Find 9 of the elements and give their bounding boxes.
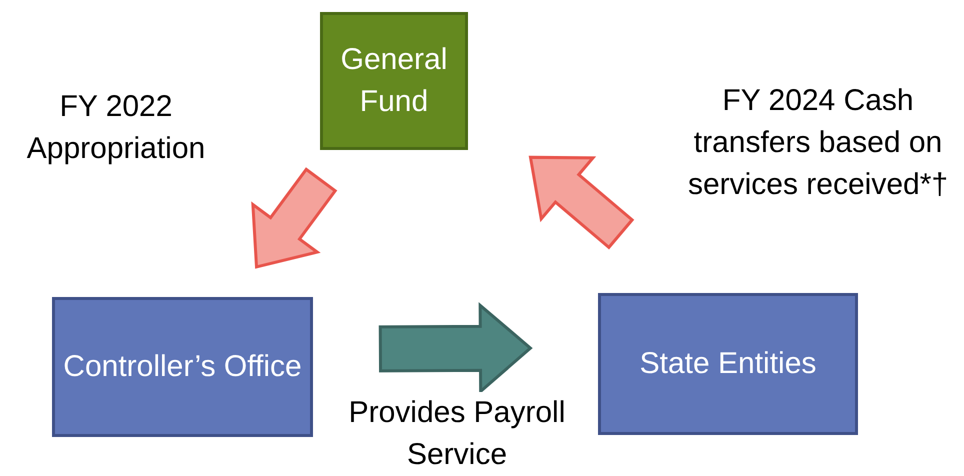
block-arrow (378, 302, 533, 395)
block-arrow (528, 156, 634, 250)
box-label: General Fund (340, 42, 448, 120)
block-arrow (251, 167, 338, 269)
box-label: Controller’s Office (63, 349, 302, 385)
fund-box (320, 12, 468, 150)
office-box (52, 297, 313, 437)
box-label: State Entities (640, 346, 816, 382)
entities-box (598, 293, 858, 435)
